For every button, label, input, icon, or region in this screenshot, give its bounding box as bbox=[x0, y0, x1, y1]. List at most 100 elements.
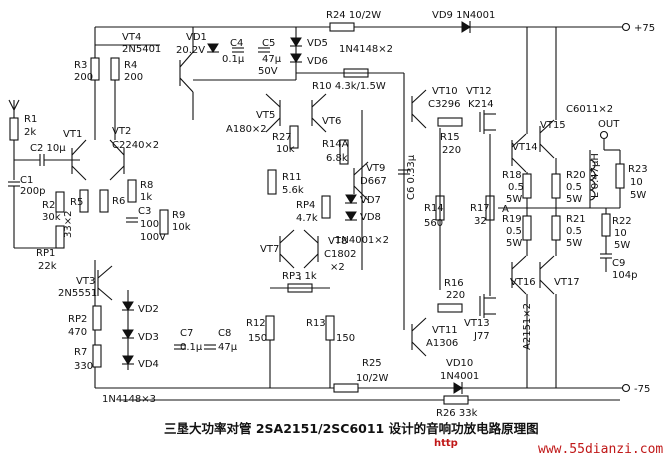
svg-text:R22: R22 bbox=[612, 216, 632, 227]
svg-text:C5: C5 bbox=[262, 38, 275, 49]
svg-text:R3: R3 bbox=[74, 60, 87, 71]
transistor-VT3: VT3 2N5551 bbox=[58, 265, 113, 301]
svg-text:C3: C3 bbox=[138, 206, 151, 217]
svg-text:10k: 10k bbox=[172, 222, 191, 233]
potentiometer-RP1: RP1 22k bbox=[36, 225, 65, 272]
svg-text:RP1: RP1 bbox=[36, 248, 55, 259]
svg-text:VT15: VT15 bbox=[540, 120, 566, 131]
svg-text:R15: R15 bbox=[440, 132, 460, 143]
transistor-VT9: VT9 D667 bbox=[353, 161, 387, 201]
svg-text:C6 0.33μ: C6 0.33μ bbox=[406, 154, 417, 200]
zener-VD1: VD1 20.2V bbox=[176, 32, 219, 56]
svg-text:2k: 2k bbox=[24, 127, 36, 138]
capacitor-C7: C7 0.1μ bbox=[174, 328, 203, 353]
svg-text:VT11: VT11 bbox=[432, 325, 458, 336]
resistor-R15: R15 220 bbox=[437, 117, 463, 156]
svg-text:R16: R16 bbox=[444, 278, 464, 289]
transistor-VT7: VT7 bbox=[260, 229, 295, 269]
svg-text:R23: R23 bbox=[628, 164, 648, 175]
transistor-VT8: VT8 C1802 ×2 bbox=[303, 229, 356, 273]
svg-text:5W: 5W bbox=[630, 190, 646, 201]
svg-text:VD2: VD2 bbox=[138, 304, 159, 315]
svg-text:C2 10μ: C2 10μ bbox=[30, 143, 66, 154]
resistor-R25: R25 10/2W bbox=[333, 358, 388, 393]
svg-text:D667: D667 bbox=[360, 176, 387, 187]
svg-text:10: 10 bbox=[614, 228, 627, 239]
svg-text:10/2W: 10/2W bbox=[356, 373, 388, 384]
svg-text:-75: -75 bbox=[634, 384, 650, 395]
svg-text:0.5: 0.5 bbox=[566, 182, 582, 193]
svg-text:VD8: VD8 bbox=[360, 212, 381, 223]
svg-text:R2: R2 bbox=[42, 200, 55, 211]
svg-text:VT17: VT17 bbox=[554, 277, 580, 288]
svg-text:R6: R6 bbox=[112, 196, 125, 207]
capacitor-C1: C1 200p bbox=[8, 140, 45, 212]
svg-text:150: 150 bbox=[336, 333, 355, 344]
svg-text:R18: R18 bbox=[502, 170, 522, 181]
svg-text:VT7: VT7 bbox=[260, 244, 279, 255]
svg-text:R1: R1 bbox=[24, 114, 37, 125]
diode-VD3: VD3 bbox=[122, 329, 159, 343]
svg-text:32: 32 bbox=[474, 216, 487, 227]
svg-text:220: 220 bbox=[446, 290, 465, 301]
svg-text:R4: R4 bbox=[124, 60, 137, 71]
svg-text:200: 200 bbox=[74, 72, 93, 83]
resistor-R6: R6 bbox=[99, 189, 125, 213]
svg-text:0.1μ: 0.1μ bbox=[222, 54, 245, 65]
svg-text:J77: J77 bbox=[473, 331, 490, 342]
diode-VD8: VD8 bbox=[345, 211, 381, 223]
capacitor-C2: C2 10μ bbox=[14, 143, 80, 166]
svg-text:VT16: VT16 bbox=[510, 277, 536, 288]
svg-text:C3296: C3296 bbox=[428, 99, 460, 110]
website-watermark: www.55dianzi.com bbox=[538, 442, 663, 457]
svg-text:2N5551: 2N5551 bbox=[58, 288, 97, 299]
svg-text:10k: 10k bbox=[276, 144, 295, 155]
svg-text:OUT: OUT bbox=[598, 119, 620, 130]
svg-text:L 0.47μH: L 0.47μH bbox=[590, 153, 601, 198]
diode-pair-label: 1N4148×2 bbox=[339, 44, 393, 55]
svg-text:1N4001: 1N4001 bbox=[440, 371, 479, 382]
svg-text:5W: 5W bbox=[566, 194, 582, 205]
diode-VD4: VD4 bbox=[122, 355, 159, 370]
svg-text:RP3 1k: RP3 1k bbox=[282, 271, 317, 282]
svg-text:R8: R8 bbox=[140, 180, 153, 191]
svg-text:20.2V: 20.2V bbox=[176, 45, 205, 56]
transistor-VT1: VT1 bbox=[63, 129, 87, 181]
capacitor-C5: C5 47μ 50V bbox=[258, 38, 282, 77]
capacitor-C3: C3 100μ 100V bbox=[126, 206, 166, 243]
svg-text:VT8: VT8 bbox=[328, 236, 347, 247]
output-terminal: OUT bbox=[598, 119, 620, 150]
svg-text:5W: 5W bbox=[614, 240, 630, 251]
svg-text:VT14: VT14 bbox=[512, 142, 538, 153]
svg-text:+75: +75 bbox=[634, 23, 655, 34]
svg-text:0.5: 0.5 bbox=[506, 226, 522, 237]
ground-line bbox=[13, 212, 60, 249]
node-A-label: A bbox=[502, 204, 509, 215]
transistor-VT5: VT5 A180×2 bbox=[226, 93, 281, 135]
svg-text:VT1: VT1 bbox=[63, 129, 82, 140]
svg-text:330: 330 bbox=[74, 361, 93, 372]
potentiometer-RP4: RP4 4.7k bbox=[296, 195, 331, 224]
svg-text:560: 560 bbox=[424, 218, 443, 229]
svg-text:6.8k: 6.8k bbox=[326, 153, 348, 164]
svg-text:R25: R25 bbox=[362, 358, 382, 369]
svg-text:×2: ×2 bbox=[330, 262, 345, 273]
svg-text:R10 4.3k/1.5W: R10 4.3k/1.5W bbox=[312, 81, 386, 92]
svg-text:VD6: VD6 bbox=[307, 56, 328, 67]
svg-text:0.5: 0.5 bbox=[508, 182, 524, 193]
svg-text:2N5401: 2N5401 bbox=[122, 44, 161, 55]
resistor-R26: R26 33k bbox=[120, 395, 620, 419]
resistor-R1: R1 2k bbox=[9, 114, 37, 141]
svg-text:R26 33k: R26 33k bbox=[436, 408, 478, 419]
svg-text:5W: 5W bbox=[506, 238, 522, 249]
svg-text:R19: R19 bbox=[502, 214, 522, 225]
svg-text:VT10: VT10 bbox=[432, 86, 458, 97]
resistor-R24: R24 10/2W bbox=[326, 10, 381, 32]
inductor-L: L 0.47μH bbox=[589, 150, 601, 208]
mosfet-VT13: VT13 J77 bbox=[464, 294, 496, 342]
svg-text:VD3: VD3 bbox=[138, 332, 159, 343]
svg-text:VT5: VT5 bbox=[256, 110, 275, 121]
diode-VD2: VD2 bbox=[122, 301, 159, 315]
svg-text:R9: R9 bbox=[172, 210, 185, 221]
